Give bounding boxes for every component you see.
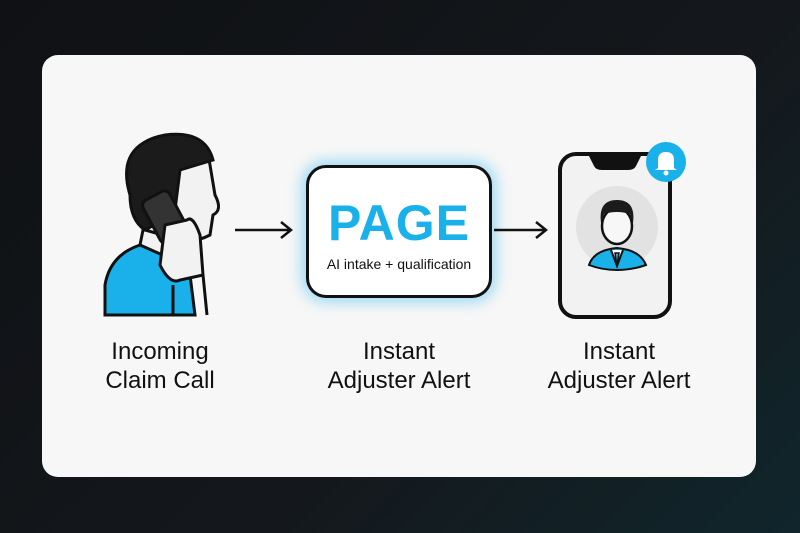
page-ai-box: PAGE AI intake + qualification	[306, 165, 492, 298]
label-line: Instant	[582, 338, 656, 365]
label-line: Adjuster Alert	[327, 367, 471, 394]
label-line: Incoming	[111, 338, 209, 365]
label-line: Instant	[362, 338, 436, 365]
arrow-right-icon	[494, 221, 549, 239]
label-line: Claim Call	[105, 367, 215, 394]
step-label-alert: Instant Adjuster Alert	[509, 337, 729, 395]
label-line: Adjuster Alert	[547, 367, 691, 394]
person-on-phone-icon	[103, 132, 220, 317]
brand-name: PAGE	[328, 195, 470, 251]
step-label-incoming: Incoming Claim Call	[50, 337, 270, 395]
brand-subtitle: AI intake + qualification	[326, 256, 472, 272]
arrow-right-icon	[235, 221, 294, 239]
step-label-page: Instant Adjuster Alert	[289, 337, 509, 395]
phone-notification-icon	[558, 142, 686, 319]
